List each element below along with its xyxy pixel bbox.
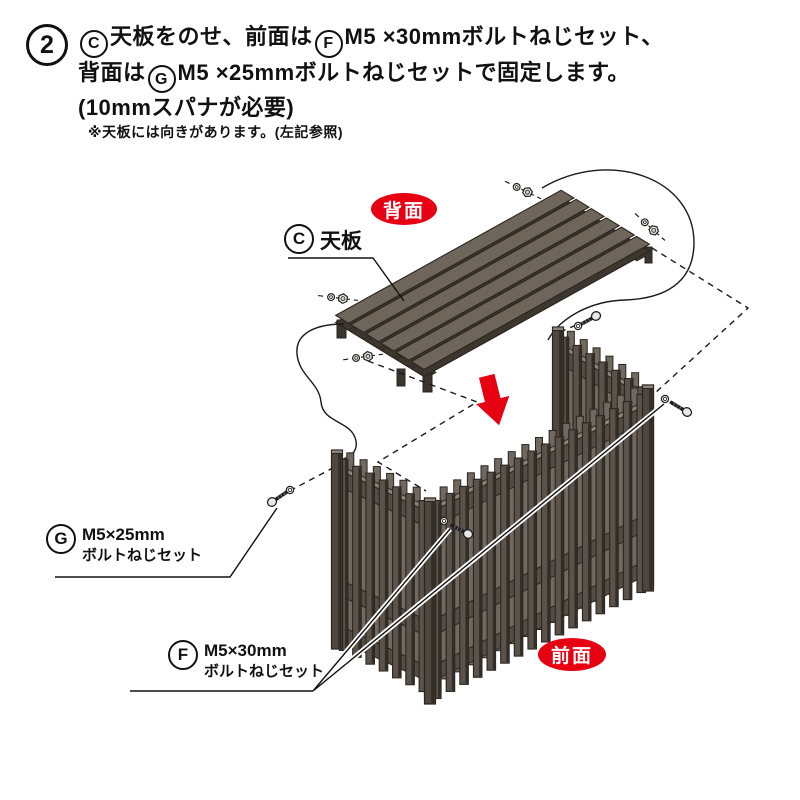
- instruction-text: 天板をのせ、前面は: [110, 24, 313, 49]
- part-marker-c: C: [80, 29, 108, 58]
- orientation-note: ※天板には向きがあります。(左記参照): [88, 124, 344, 140]
- washer: [439, 516, 449, 526]
- instruction-text: M5 ×25mmボルトねじセットで固定します。: [177, 59, 630, 85]
- fence-left-panel: [330, 449, 437, 698]
- bolt-f-label: F M5×30mm ボルトねじセット: [168, 640, 324, 682]
- part-marker-g: G: [46, 524, 76, 554]
- bolt: [578, 311, 602, 327]
- top-board: [334, 189, 653, 393]
- bolts: [266, 311, 693, 539]
- connection-curves: [296, 169, 695, 462]
- nut-washer-pair: [504, 180, 542, 200]
- bolt-f-name: ボルトねじセット: [204, 663, 325, 680]
- fence-front-panel: [423, 384, 655, 705]
- back-face-badge: 背面: [371, 193, 437, 225]
- bolt: [669, 400, 693, 417]
- bolt-g-spec: M5×25mm: [82, 525, 165, 544]
- part-marker-g: G: [147, 65, 176, 93]
- front-face-badge: 前面: [538, 638, 606, 671]
- top-board-name: 天板: [320, 230, 362, 253]
- instruction-line-3: (10mmスパナが必要): [78, 95, 295, 120]
- instruction-text: 背面は: [78, 59, 146, 85]
- washer: [573, 321, 583, 331]
- bolt-g-name: ボルトねじセット: [82, 547, 203, 564]
- nut-washer-pairs: [318, 180, 666, 362]
- bolt: [450, 523, 474, 539]
- label-leaders: [55, 257, 666, 694]
- washer: [660, 394, 670, 404]
- nut-washer-pair: [634, 213, 666, 241]
- nut-washer-pair: [318, 293, 358, 305]
- washer: [285, 485, 295, 495]
- part-marker-c: C: [284, 224, 314, 254]
- part-marker-f: F: [168, 640, 198, 670]
- drop-direction-arrow: [476, 373, 510, 426]
- nut-washer-pair: [343, 350, 383, 362]
- bolt-f-spec: M5×30mm: [204, 641, 287, 660]
- bolt: [266, 489, 290, 507]
- top-board-label: C 天板: [284, 224, 362, 255]
- bolt-g-label: G M5×25mm ボルトねじセット: [46, 524, 202, 566]
- part-marker-f: F: [314, 29, 343, 58]
- step-number-badge: 2: [26, 24, 68, 66]
- instruction-text: M5 ×30mmボルトねじセット、: [344, 24, 664, 49]
